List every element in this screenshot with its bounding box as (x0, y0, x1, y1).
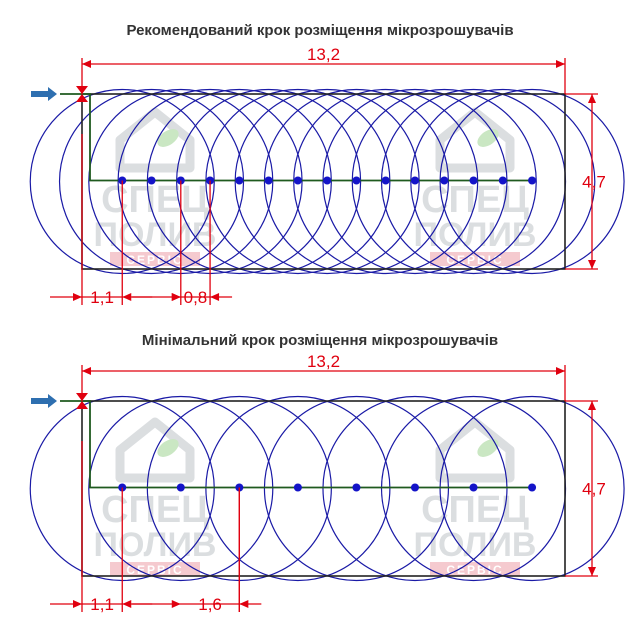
length-label: 13,2 (307, 45, 340, 64)
spray-circle (322, 395, 508, 582)
dimension-arrow (82, 60, 91, 68)
sprinkler-point (323, 176, 332, 185)
width-label: 4,7 (582, 173, 606, 192)
watermark-line2: ПОЛИВ (94, 526, 217, 564)
dimension-arrow (210, 293, 220, 301)
spray-circle (58, 88, 245, 275)
watermark-band (110, 562, 200, 576)
sprinkler-point (293, 483, 302, 492)
sprinkler-point (528, 483, 537, 492)
dimension-arrow (588, 567, 596, 576)
house-leaf-icon (435, 417, 515, 483)
sprinkler-point (352, 176, 361, 185)
sprinkler-point (352, 483, 361, 492)
house-leaf-icon (435, 107, 515, 173)
watermark-line2: ПОЛИВ (94, 216, 217, 254)
sprinkler-point (498, 176, 507, 185)
sprinkler-point (469, 483, 478, 492)
length-label: 13,2 (307, 352, 340, 371)
dimension-arrow (588, 260, 596, 269)
spray-circle (439, 88, 625, 275)
dimension-arrow (73, 293, 82, 301)
supply-pipe (60, 93, 533, 182)
sprinkler-point (410, 483, 419, 492)
step-label: 1,6 (198, 595, 222, 614)
spray-circle (234, 88, 420, 275)
spray-circle (322, 88, 508, 275)
spray-circle (293, 88, 479, 275)
spray-circle (176, 88, 362, 275)
spray-circle (351, 88, 537, 275)
watermark-line1: СПЕЦ (421, 179, 529, 221)
diagram-title-minimum: Мінімальний крок розміщення мікрозрошува… (141, 332, 499, 349)
watermark-line3: СЕРВІС (126, 563, 183, 577)
step-label: 0,8 (184, 288, 208, 307)
spray-circle (205, 88, 391, 275)
spray-circle (263, 88, 450, 275)
dimension-arrow (122, 293, 132, 301)
leaf-shape (157, 129, 179, 147)
dimension-arrow (239, 600, 249, 608)
diagram-minimum: 13,2 4,7 1,1 1,6 (29, 352, 625, 614)
arrow-right-icon (31, 87, 57, 101)
watermark-line1: СПЕЦ (421, 489, 529, 531)
sprinkler-point (264, 176, 273, 185)
watermark-line3: СЕРВІС (446, 563, 503, 577)
dimension-arrow (588, 401, 596, 410)
house-leaf-icon (115, 417, 195, 483)
watermark-line1: СПЕЦ (101, 179, 209, 221)
dimension-arrow (556, 367, 565, 375)
dimension-arrow (171, 600, 181, 608)
dimension-arrow (73, 600, 82, 608)
width-label: 4,7 (582, 480, 606, 499)
diagram-recommended: 13,2 4,7 1,1 0,8 (29, 45, 625, 307)
sprinkler-point (176, 483, 185, 492)
spray-circle (205, 395, 391, 582)
spray-circle (146, 88, 332, 275)
spray-circle (410, 88, 596, 275)
dimension-arrow (556, 60, 565, 68)
watermark-band (430, 252, 520, 266)
sprinkler-point (147, 176, 156, 185)
offset-label: 1,1 (90, 595, 114, 614)
dimension-arrow (82, 367, 91, 375)
diagram-title-recommended: Рекомендований крок розміщення мікрозрош… (126, 22, 514, 39)
spray-circle (263, 395, 450, 582)
spray-circle (88, 395, 274, 582)
sprinkler-point (235, 176, 244, 185)
supply-pipe (60, 400, 533, 489)
dimension-arrow (588, 94, 596, 103)
leaf-shape (477, 439, 499, 457)
sprinkler-point (381, 176, 390, 185)
sprinkler-point (440, 176, 449, 185)
watermark-line2: ПОЛИВ (414, 216, 537, 254)
arrow-right-icon (31, 394, 57, 408)
spray-circle (439, 395, 625, 582)
dimension-arrow (171, 293, 181, 301)
valve-icon (76, 393, 88, 409)
watermark-line1: СПЕЦ (101, 489, 209, 531)
sprinkler-point (410, 176, 419, 185)
dimension-arrow (122, 600, 132, 608)
offset-label: 1,1 (90, 288, 114, 307)
valve-icon (76, 86, 88, 102)
sprinkler-point (469, 176, 478, 185)
sprinkler-point (528, 176, 537, 185)
sprinkler-point (293, 176, 302, 185)
leaf-shape (157, 439, 179, 457)
